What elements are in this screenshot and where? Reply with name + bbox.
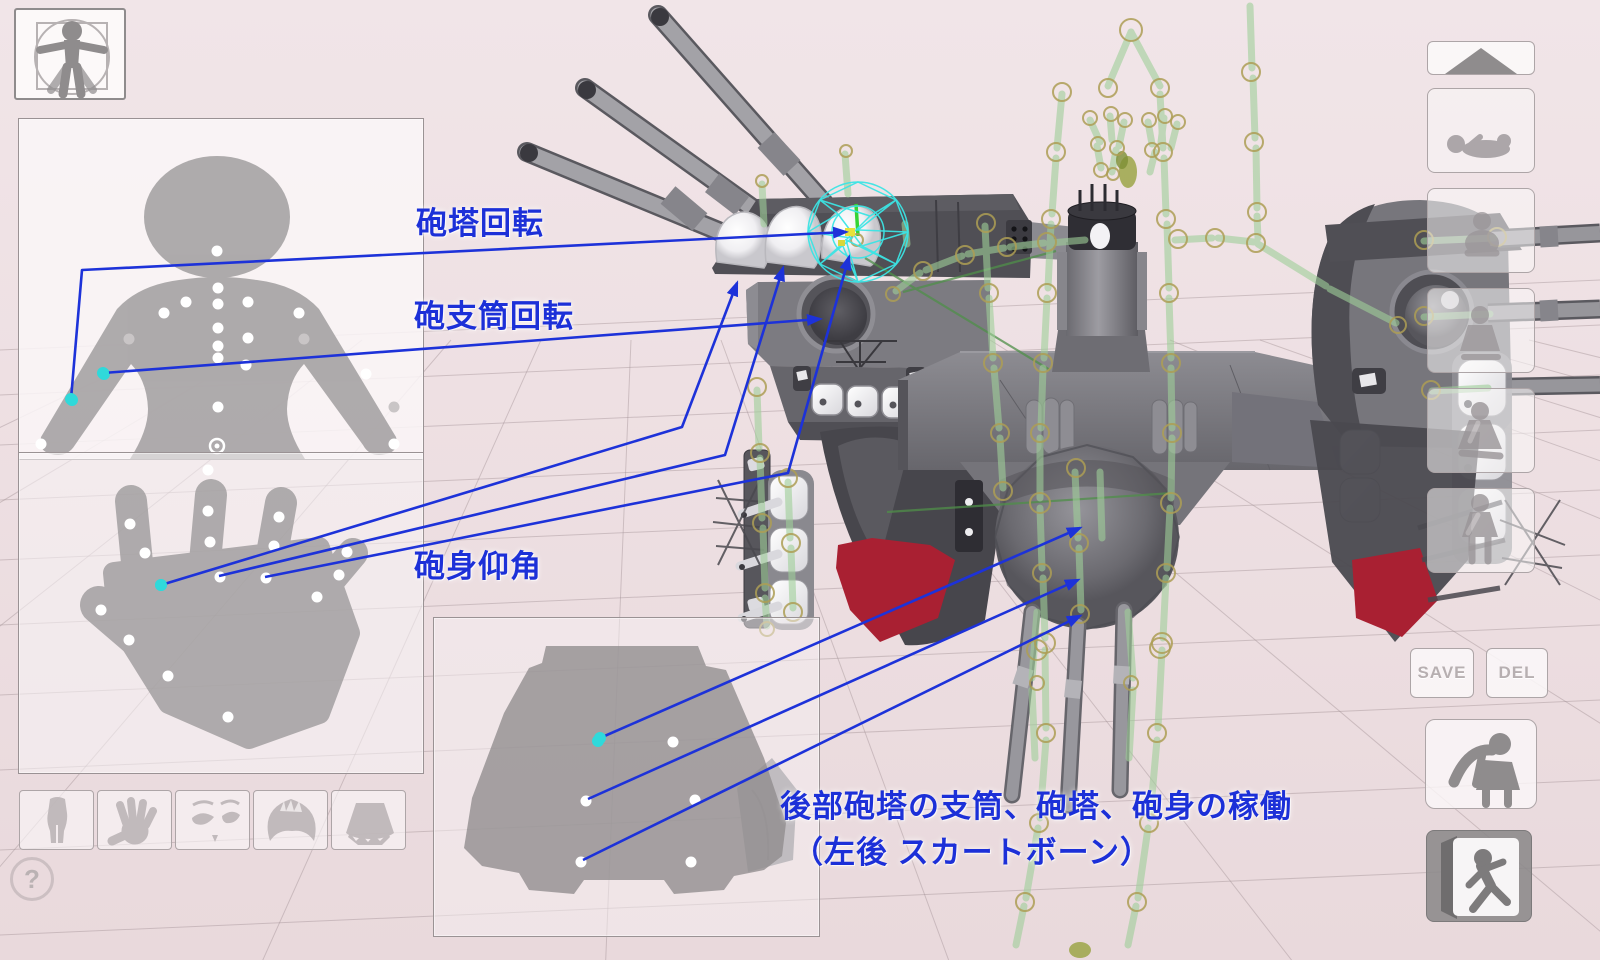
help-button[interactable]: ? bbox=[10, 857, 54, 901]
selected-joint-marker[interactable] bbox=[845, 228, 855, 236]
part-tab-hand[interactable] bbox=[97, 790, 172, 850]
part-tab-skirt[interactable] bbox=[331, 790, 406, 850]
label-barrel-elevation: 砲身仰角 bbox=[414, 549, 542, 584]
label-turret-rotation: 砲塔回転 bbox=[416, 206, 544, 241]
selected-joint-forearm[interactable] bbox=[66, 394, 78, 406]
scroll-up-button[interactable] bbox=[1427, 41, 1535, 75]
label-support-rotation: 砲支筒回転 bbox=[414, 299, 574, 334]
pose-kneeling-icon bbox=[1460, 306, 1501, 360]
hair-icon bbox=[267, 799, 316, 841]
skirt-silhouette bbox=[464, 646, 786, 894]
label-rear-note-line1: 後部砲塔の支筒、砲塔、砲身の稼働 bbox=[780, 789, 1292, 824]
pose-thumbnail-5[interactable] bbox=[1427, 488, 1535, 573]
selected-joint-elbow[interactable] bbox=[98, 368, 110, 380]
pose-thumbnail-1[interactable] bbox=[1427, 88, 1535, 173]
pose-standing-icon bbox=[1462, 494, 1498, 565]
selected-bone[interactable] bbox=[854, 203, 860, 237]
pose-crouching-icon bbox=[1464, 212, 1500, 257]
red-hull-bottom-right bbox=[1352, 548, 1438, 637]
pose-thumbnail-2[interactable] bbox=[1427, 188, 1535, 273]
face-icon bbox=[192, 799, 240, 842]
delete-button[interactable]: DEL bbox=[1486, 648, 1548, 698]
skirt-joint-panel[interactable] bbox=[433, 617, 820, 937]
pose-sitting-icon bbox=[1458, 402, 1504, 460]
exit-button[interactable] bbox=[1426, 830, 1532, 922]
vitruvian-man-icon bbox=[34, 19, 110, 99]
triangle-up-icon bbox=[1445, 48, 1517, 74]
hand-silhouette bbox=[80, 479, 368, 749]
selected-joint-skirt[interactable] bbox=[592, 735, 604, 747]
bend-pose-button[interactable] bbox=[1425, 719, 1537, 809]
delete-button-label: DEL bbox=[1498, 663, 1536, 682]
part-tab-body[interactable] bbox=[19, 790, 94, 850]
help-icon: ? bbox=[24, 863, 40, 894]
pose-thumbnail-3[interactable] bbox=[1427, 288, 1535, 373]
funnel bbox=[1052, 184, 1150, 372]
save-button-label: SAVE bbox=[1417, 663, 1467, 682]
dark-bracket bbox=[955, 480, 983, 552]
save-button[interactable]: SAVE bbox=[1410, 648, 1474, 698]
front-turret-barrels bbox=[517, 5, 856, 252]
pose-lying-icon bbox=[1447, 134, 1511, 158]
bending-person-icon bbox=[1448, 733, 1520, 808]
label-rear-note-line2: （左後 スカートボーン） bbox=[792, 835, 1153, 870]
skirt-icon bbox=[346, 803, 394, 845]
turret-vents bbox=[811, 383, 914, 419]
exit-running-man-icon bbox=[1441, 836, 1519, 919]
hand-icon bbox=[107, 797, 157, 846]
body-icon bbox=[47, 797, 68, 843]
selected-joint-finger[interactable] bbox=[155, 579, 167, 591]
pose-thumbnail-4[interactable] bbox=[1427, 388, 1535, 473]
part-tab-hair[interactable] bbox=[253, 790, 328, 850]
bone-skeleton[interactable] bbox=[747, 2, 1507, 958]
hand-joint-panel[interactable] bbox=[18, 452, 424, 774]
body-joint-panel[interactable] bbox=[18, 118, 424, 460]
pose-reference-button[interactable] bbox=[14, 8, 126, 100]
part-tab-face[interactable] bbox=[175, 790, 250, 850]
